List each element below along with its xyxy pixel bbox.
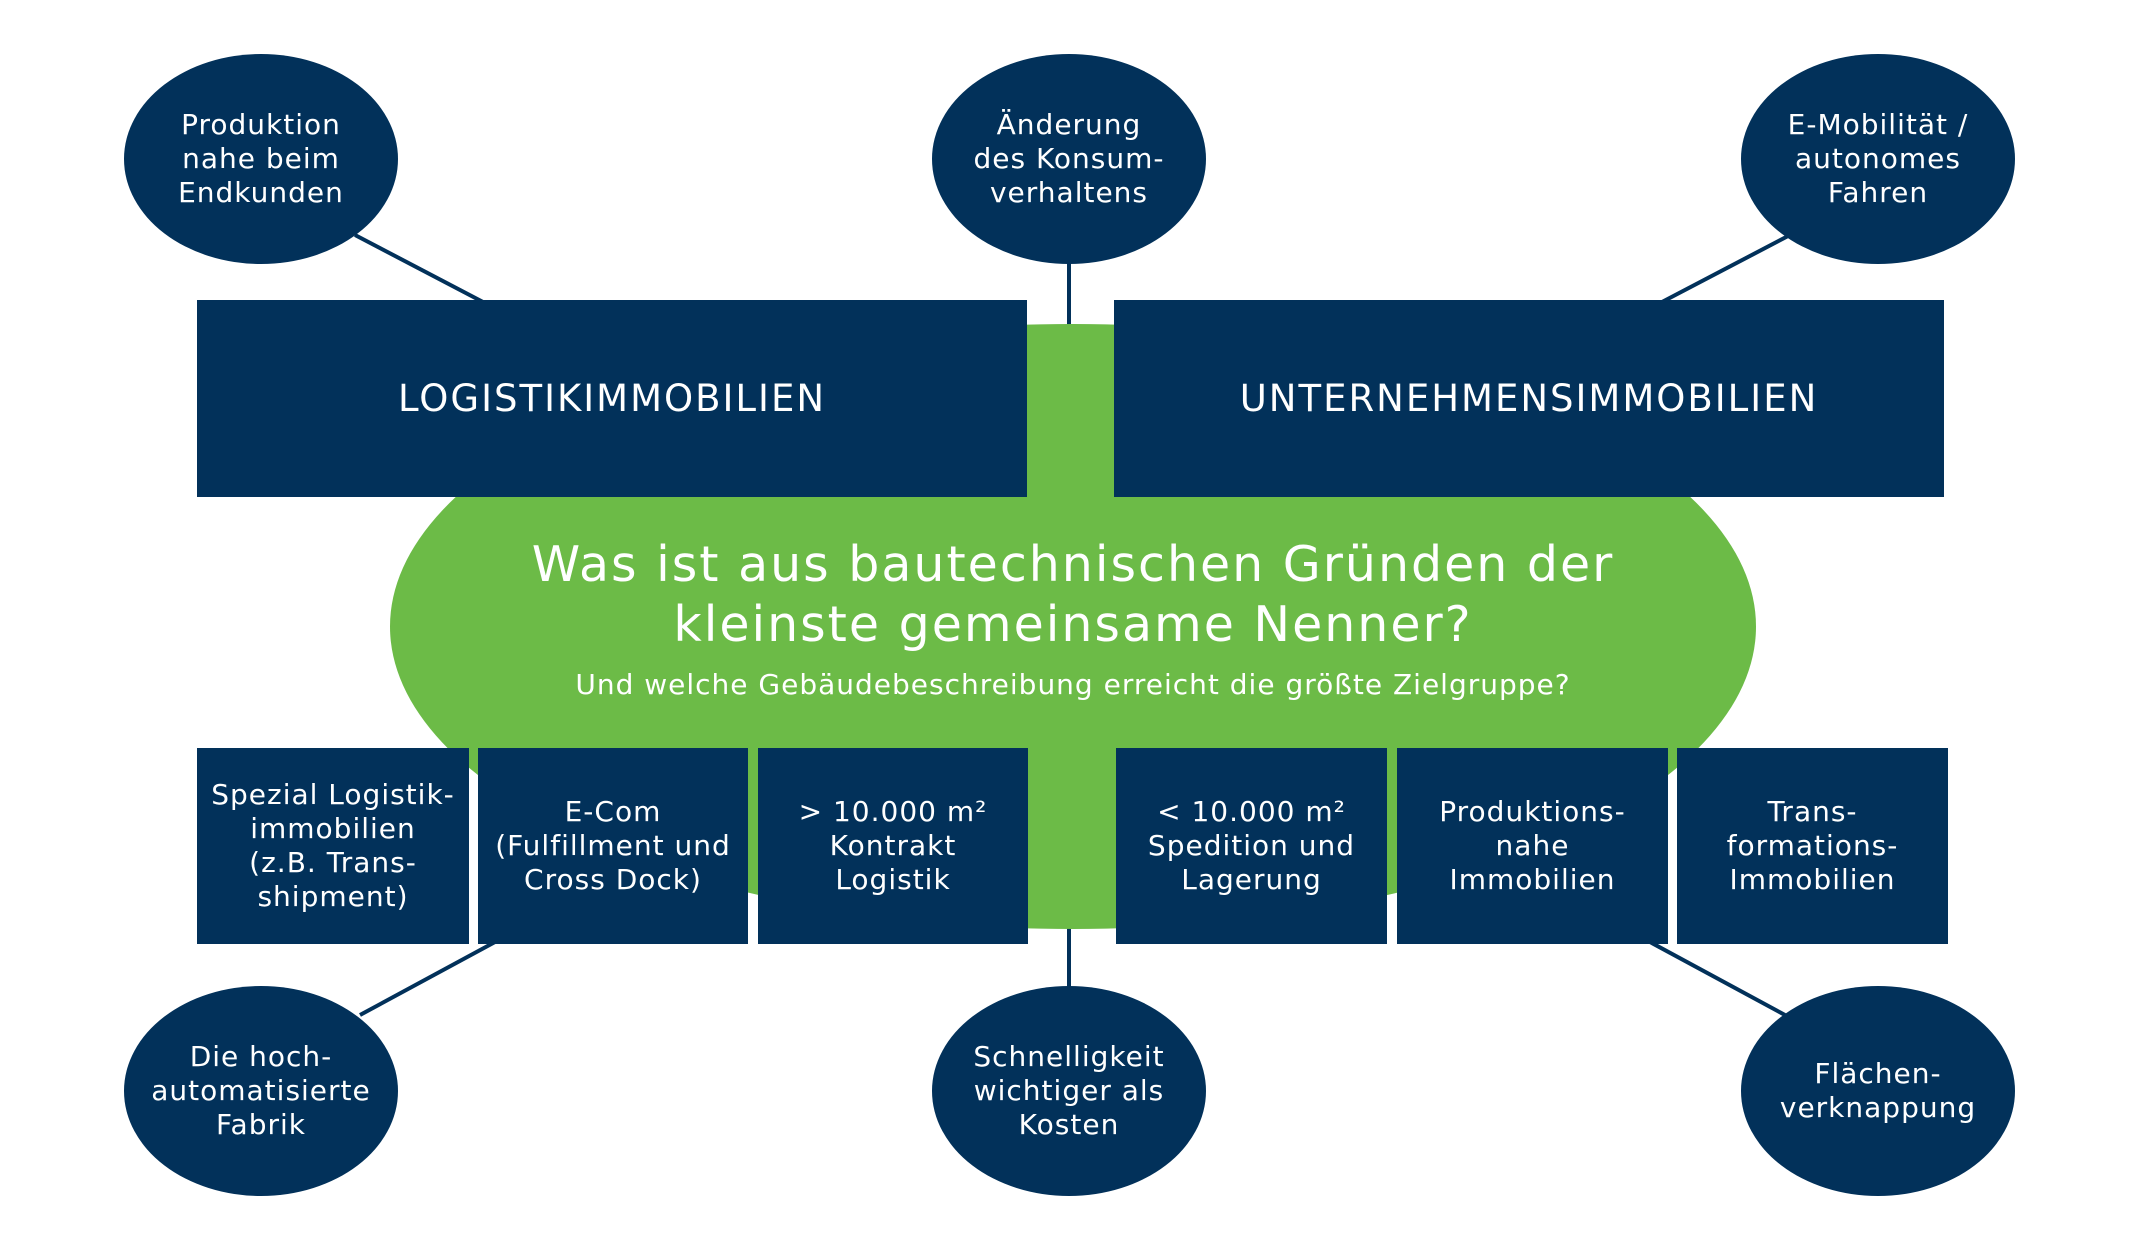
central-question: Was ist aus bautechnischen Gründen der k… [531,536,1615,653]
header-unternehmensimmobilien-label: UNTERNEHMENSIMMOBILIEN [1239,377,1819,420]
header-logistikimmobilien-label: LOGISTIKIMMOBILIEN [397,377,827,420]
node-aenderung-konsumverhalten: Änderung des Konsum- verhaltens [932,54,1206,264]
connector-top-right [1661,233,1791,304]
header-unternehmensimmobilien: UNTERNEHMENSIMMOBILIEN [1114,300,1944,497]
connector-bottom-right [1649,940,1786,1017]
category-box-spezial-logistik: Spezial Logistik- immobilien (z.B. Trans… [197,748,469,944]
connector-bottom-left [359,940,496,1017]
node-flaechenverknappung: Flächen- verknappung [1741,986,2015,1196]
node-hochautomatisierte-fabrik: Die hoch- automatisierte Fabrik [124,986,398,1196]
category-box-spedition-lagerung: < 10.000 m² Spedition und Lagerung [1116,748,1387,944]
node-e-mobilitaet: E-Mobilität / autonomes Fahren [1741,54,2015,264]
category-box-transformations: Trans- formations- Immobilien [1677,748,1948,944]
central-subquestion: Und welche Gebäudebeschreibung erreicht … [575,668,1571,701]
category-box-kontrakt-logistik: > 10.000 m² Kontrakt Logistik [758,748,1028,944]
header-logistikimmobilien: LOGISTIKIMMOBILIEN [197,300,1027,497]
node-schnelligkeit: Schnelligkeit wichtiger als Kosten [932,986,1206,1196]
category-box-ecom: E-Com (Fulfillment und Cross Dock) [478,748,748,944]
category-box-produktionsnahe: Produktions- nahe Immobilien [1397,748,1668,944]
connector-top-left [354,233,484,304]
node-produktion-nahe-endkunden: Produktion nahe beim Endkunden [124,54,398,264]
